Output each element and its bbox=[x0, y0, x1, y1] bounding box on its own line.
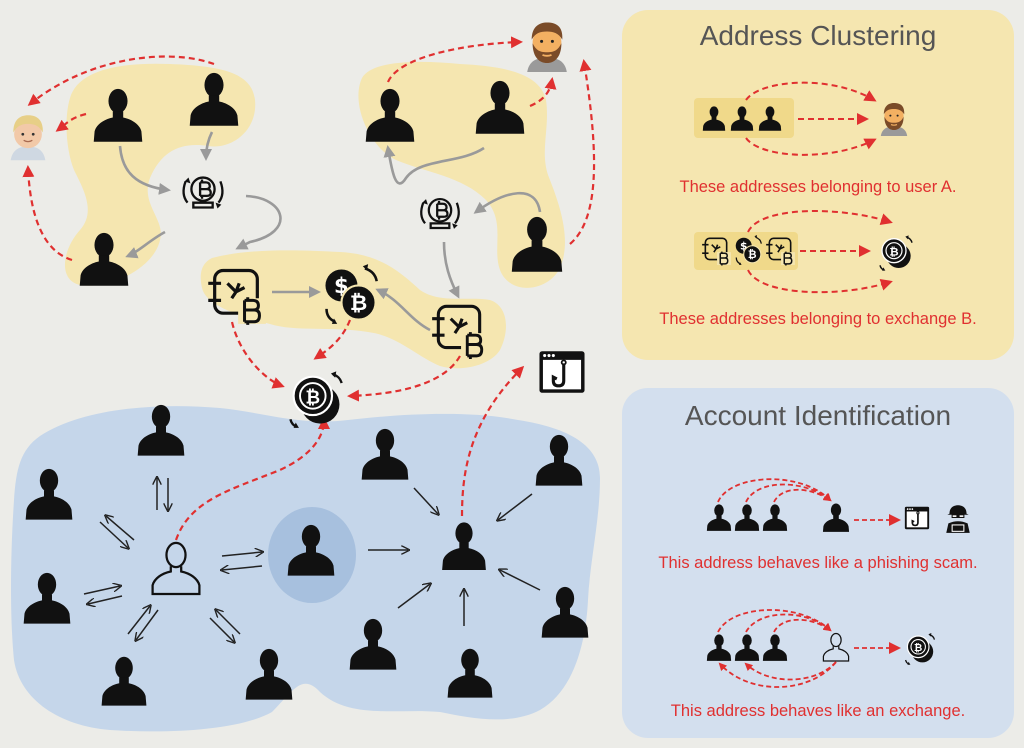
user-cluster-blobs bbox=[64, 61, 565, 369]
legend-exchange-behaviour bbox=[706, 609, 936, 688]
phishing-hook-icon bbox=[537, 349, 587, 395]
legend-exchange-cluster bbox=[694, 210, 913, 294]
bitcoin-coins-icon bbox=[289, 370, 343, 430]
legend-user-cluster bbox=[694, 81, 908, 156]
bitcoin-mixer-icon bbox=[182, 176, 224, 210]
exchange-cluster-caption: These addresses belonging to exchange B. bbox=[659, 310, 977, 328]
bearded-man-icon bbox=[526, 21, 568, 72]
bitcoin-mixer-icon bbox=[420, 197, 460, 231]
user-cluster-caption: These addresses belonging to user A. bbox=[679, 178, 957, 196]
phishing-caption: This address behaves like a phishing sca… bbox=[658, 554, 978, 572]
legend-phishing bbox=[706, 478, 970, 533]
account-identification-title: Account Identification bbox=[684, 400, 952, 431]
gray-flow-arrows bbox=[118, 131, 542, 332]
address-clustering-title: Address Clustering bbox=[699, 20, 937, 51]
address-clustering-panel: Address Clustering These addresses belon… bbox=[622, 10, 1014, 360]
exchange-behaviour-caption: This address behaves like an exchange. bbox=[670, 702, 966, 720]
light-hair-person-icon bbox=[10, 114, 46, 161]
transaction-arrows bbox=[83, 478, 541, 642]
account-identification-panel: Account Identification This address beha… bbox=[622, 388, 1014, 738]
red-dashed-arrows bbox=[22, 36, 596, 541]
